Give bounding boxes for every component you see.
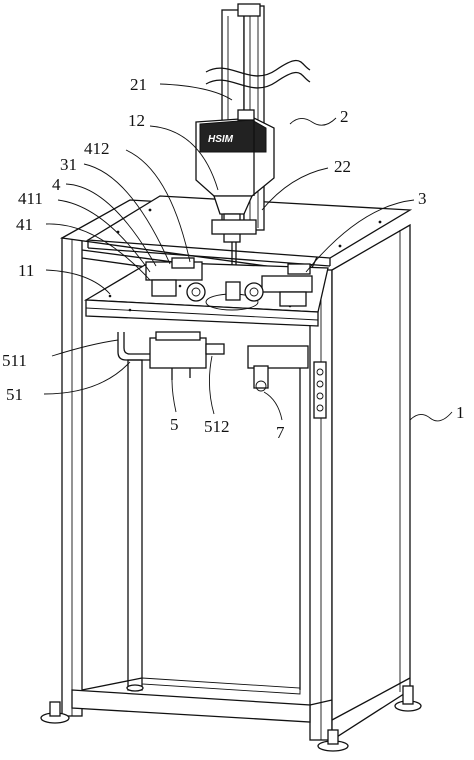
label-2: 2: [340, 107, 349, 126]
label-7: 7: [276, 423, 285, 442]
label-11: 11: [18, 261, 34, 280]
work-plate: [83, 257, 329, 327]
lower-mechanism-7: [247, 345, 309, 392]
label-412: 412: [84, 139, 110, 158]
leader-lines: [43, 83, 453, 422]
label-4: 4: [52, 175, 61, 194]
label-1: 1: [456, 403, 465, 422]
label-511: 511: [2, 351, 27, 370]
brand-mark: HSIM: [208, 134, 234, 145]
reference-labels: 21 2 12 412 22 31 4 411 3 41 11 511 51 5…: [2, 75, 465, 442]
label-512: 512: [204, 417, 230, 436]
label-31: 31: [60, 155, 77, 174]
label-12: 12: [128, 111, 145, 130]
label-411: 411: [18, 189, 43, 208]
label-22: 22: [334, 157, 351, 176]
label-21: 21: [130, 75, 147, 94]
side-control-box: [313, 361, 327, 419]
label-3: 3: [418, 189, 427, 208]
label-5: 5: [170, 415, 179, 434]
lower-mechanism-5: [117, 331, 225, 380]
label-51: 51: [6, 385, 23, 404]
label-41: 41: [16, 215, 33, 234]
riveting-head: HSIM: [195, 109, 275, 300]
